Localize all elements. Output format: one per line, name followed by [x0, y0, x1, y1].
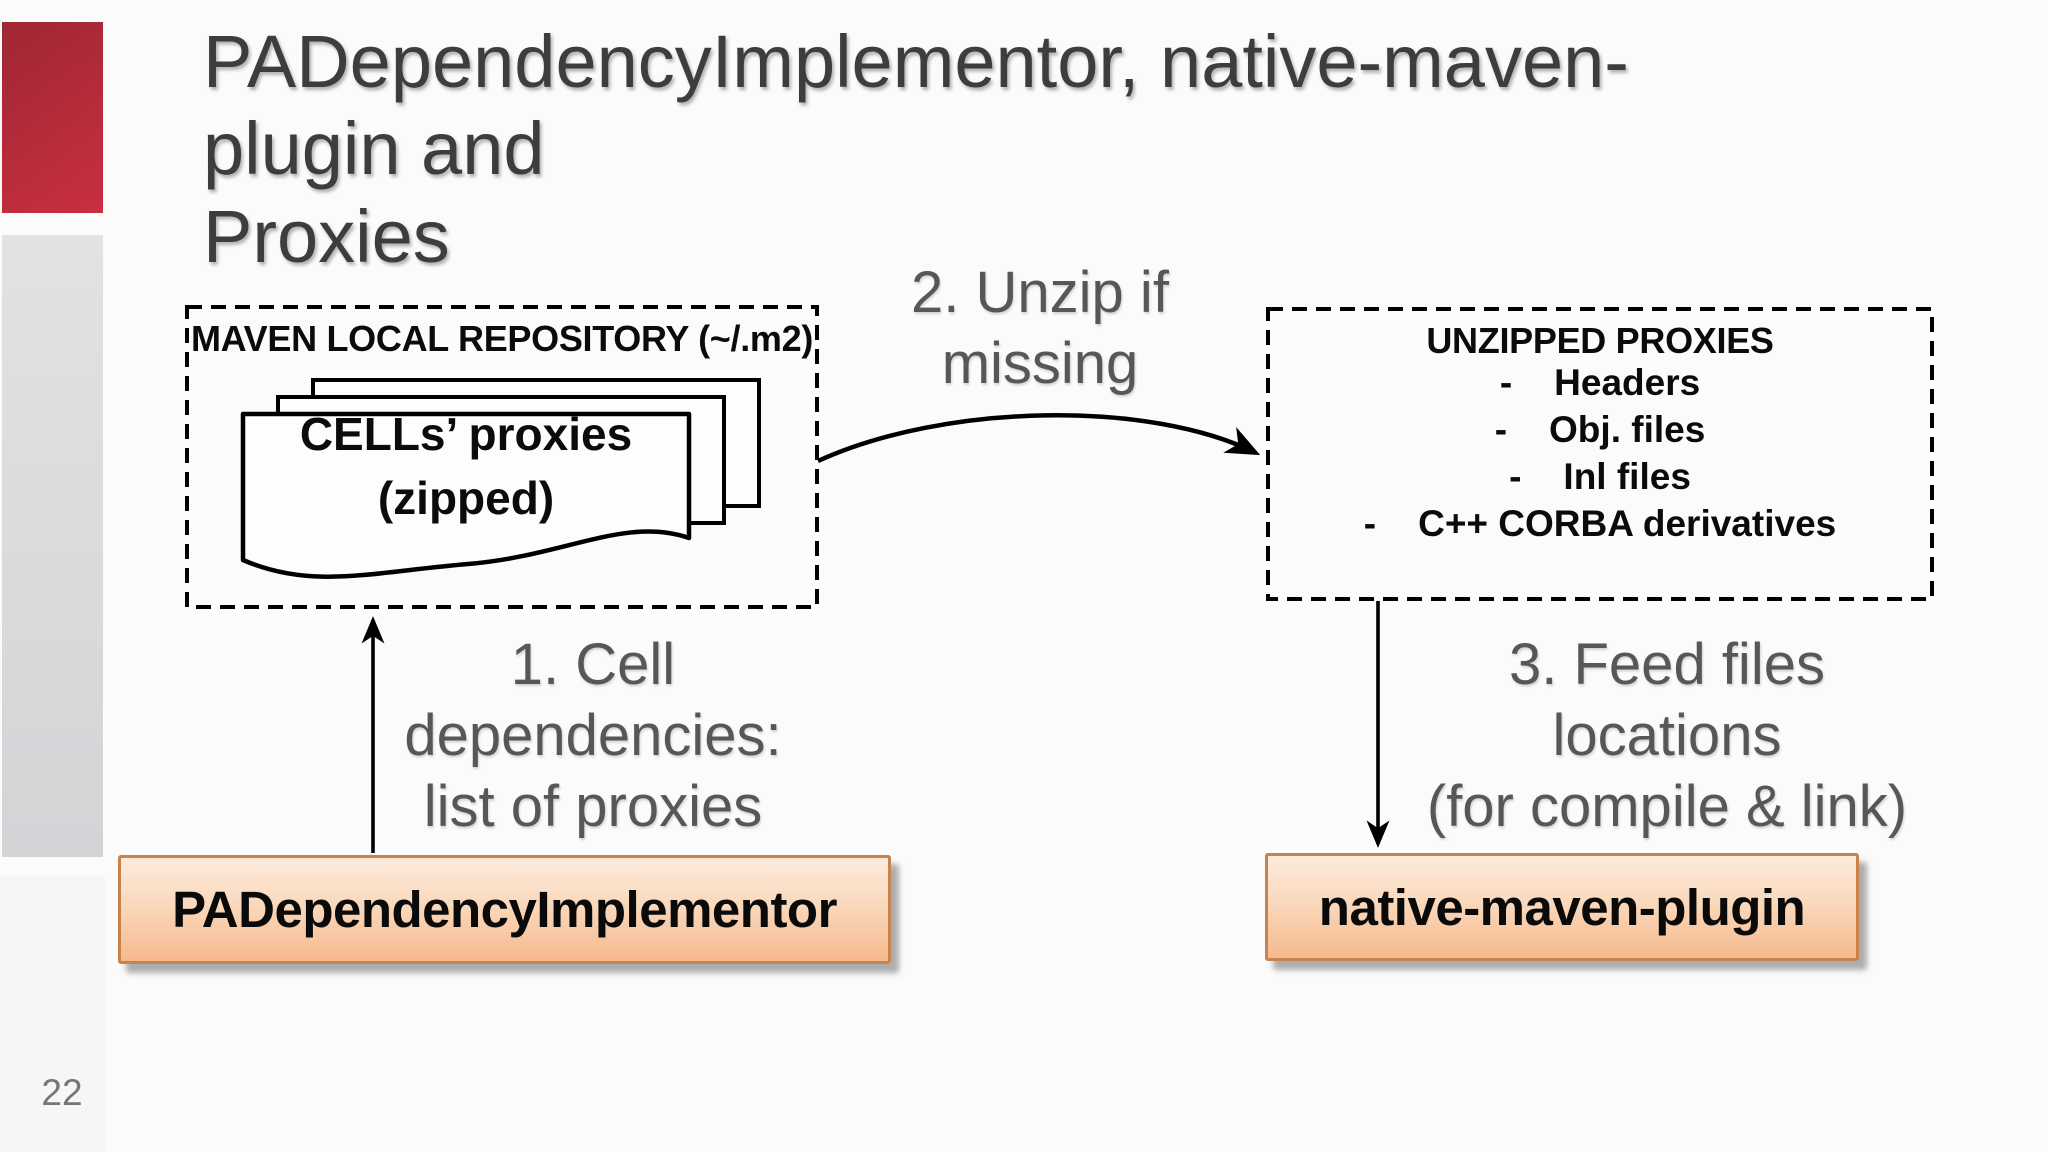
accent-gray-bar — [2, 235, 103, 857]
node-native-maven-plugin: native-maven-plugin — [1265, 853, 1859, 961]
unzipped-proxies-title: UNZIPPED PROXIES — [1426, 320, 1774, 361]
step3-line-2: locations — [1552, 702, 1782, 768]
step1-line-1: 1. Cell — [510, 632, 676, 697]
accent-light-column — [0, 876, 105, 1152]
slide-title: PADependencyImplementor, native-maven-pl… — [203, 18, 1763, 280]
list-item: - Inl files — [1268, 456, 1932, 503]
step3-label: 3. Feed files locations (for compile & l… — [1367, 630, 1967, 842]
slide-title-line-1: PADependencyImplementor, native-maven-pl… — [203, 20, 1629, 191]
step3-line-3: (for compile & link) — [1426, 773, 1908, 839]
step2-line-1: 2. Unzip if — [911, 260, 1169, 325]
step2-line-2: missing — [941, 330, 1139, 396]
list-item-label: Headers — [1554, 362, 1701, 403]
unzipped-proxies-dashed-box — [1266, 307, 1934, 601]
document-stack-line-2: (zipped) — [377, 472, 555, 525]
list-item: - Headers — [1268, 362, 1932, 409]
page-number: 22 — [41, 1072, 83, 1113]
list-bullet: - — [1499, 362, 1513, 403]
list-bullet: - — [1509, 456, 1522, 497]
unzipped-proxies-list: - Headers - Obj. files - Inl files - C++… — [1268, 362, 1932, 550]
step1-label: 1. Cell dependencies: list of proxies — [393, 630, 793, 842]
document-sheet-front — [240, 411, 692, 579]
slide-title-line-2: Proxies — [203, 194, 450, 278]
list-bullet: - — [1494, 409, 1508, 450]
arrow-step2-curved — [817, 413, 1261, 464]
document-stack-label: CELLs’ proxies (zipped) — [243, 402, 689, 531]
step1-line-3: list of proxies — [423, 773, 763, 839]
list-bullet: - — [1363, 503, 1377, 544]
list-item-label: Inl files — [1563, 456, 1691, 497]
node-pa-dependency-implementor: PADependencyImplementor — [118, 855, 891, 964]
list-item: - C++ CORBA derivatives — [1268, 503, 1932, 550]
list-item: - Obj. files — [1268, 409, 1932, 456]
maven-repo-dashed-box — [185, 305, 819, 609]
list-item-label: Obj. files — [1549, 409, 1706, 450]
list-item-label: C++ CORBA derivatives — [1418, 503, 1837, 544]
step3-line-1: 3. Feed files — [1509, 632, 1825, 697]
accent-red-bar — [2, 22, 103, 213]
node-pa-label: PADependencyImplementor — [172, 881, 837, 938]
maven-repo-title: MAVEN LOCAL REPOSITORY (~/.m2) — [190, 318, 814, 359]
step1-line-2: dependencies: — [404, 702, 782, 768]
step2-label: 2. Unzip if missing — [840, 258, 1240, 400]
node-nmp-label: native-maven-plugin — [1318, 878, 1806, 936]
document-stack-line-1: CELLs’ proxies — [299, 408, 633, 460]
